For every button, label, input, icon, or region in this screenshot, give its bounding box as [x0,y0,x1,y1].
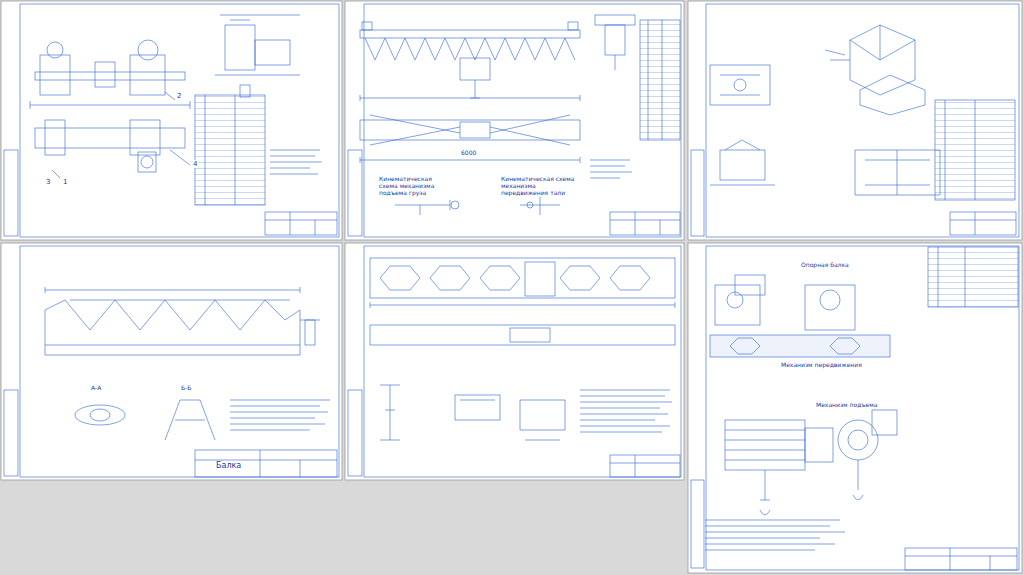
drawing-label: А-А [90,385,102,392]
drawing-label: 6000 [460,150,477,157]
drawing-label: Кинематическая схема механизма передвиже… [500,176,584,197]
callout-number: 3 [45,178,51,186]
drawing-label: Механизм передвижения [780,362,863,369]
callout-number: 1 [62,178,68,186]
drawing-label: Механизм подъема [815,402,878,409]
callout-number: 2 [176,92,182,100]
drawing-label: Балка [215,461,242,470]
drawing-label: Кинематическая схема механизма подъема г… [378,176,452,197]
drawing-label: Б-Б [180,385,192,392]
callout-number: 4 [192,160,198,168]
drawing-label: Опорная балка [800,262,850,269]
